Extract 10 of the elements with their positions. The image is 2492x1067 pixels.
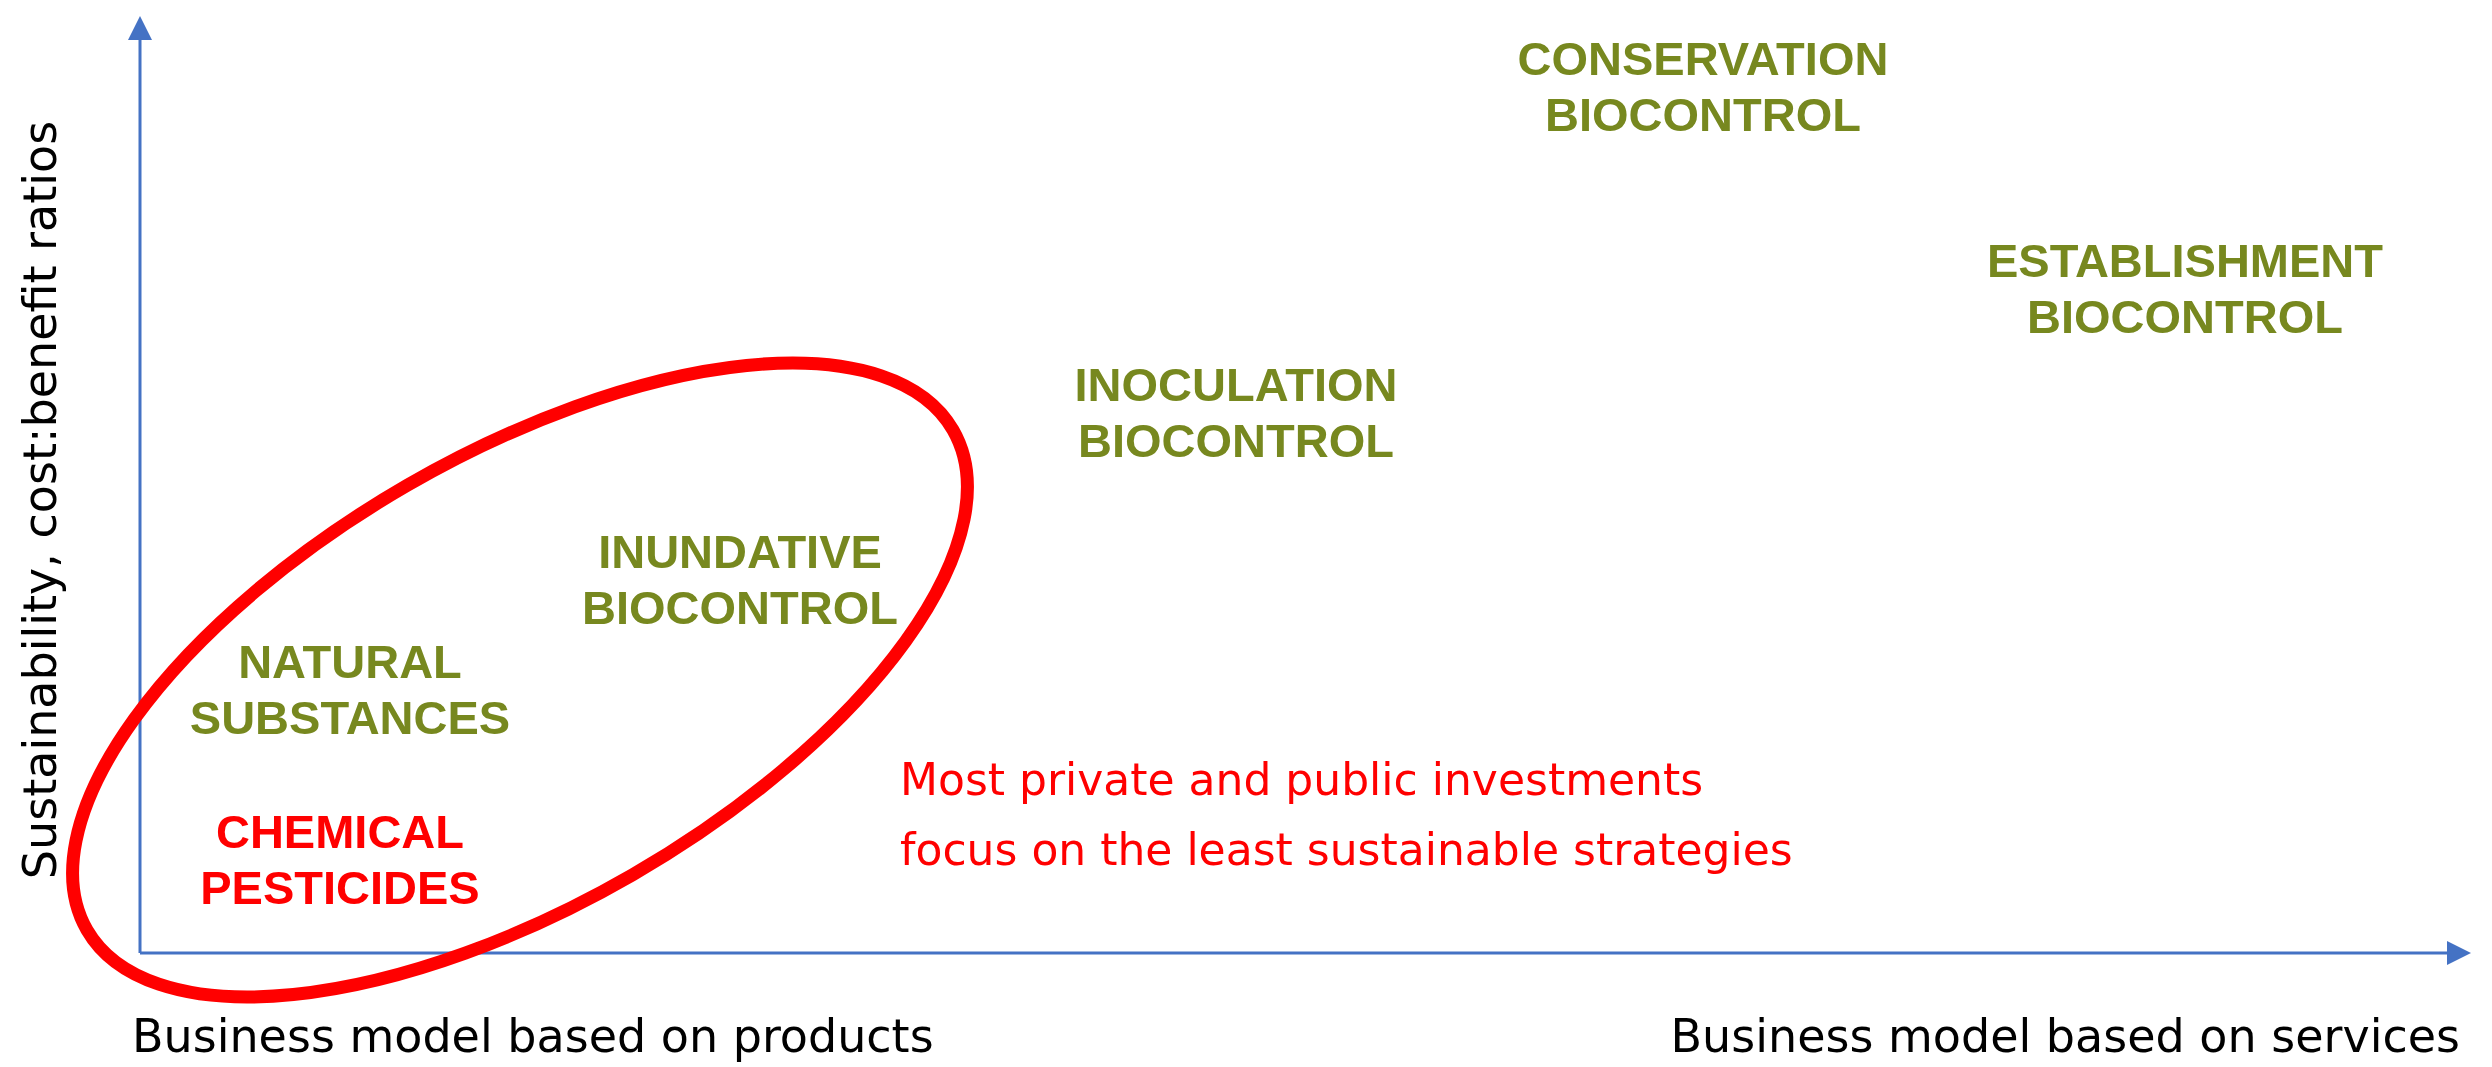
axis-label: Business model based on products [132,1009,934,1063]
note-text: Most private and public investments focus on the least sustainable strategies [900,753,1794,877]
axis-label: Business model based on services [1670,1009,2460,1063]
category-label: INUNDATIVE BIOCONTROL [581,524,899,636]
category-label: NATURAL SUBSTANCES [188,634,512,746]
category-label: CONSERVATION BIOCONTROL [1516,31,1890,143]
category-label: CHEMICAL PESTICIDES [199,804,481,916]
category-label: ESTABLISHMENT BIOCONTROL [1986,233,2384,345]
category-label: INOCULATION BIOCONTROL [1073,357,1399,469]
axis-label: Sustainability, cost:benefit ratios [13,120,67,880]
